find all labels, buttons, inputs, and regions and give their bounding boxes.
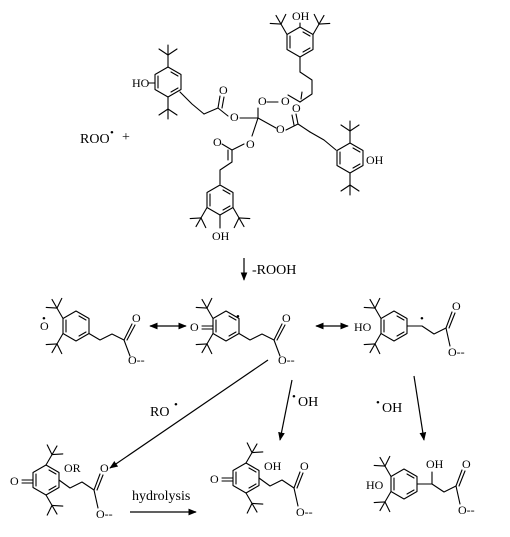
p1-ester-o: O [100, 461, 109, 475]
oh-top-label: OH [292, 9, 310, 23]
reactant-molecule: OH O O O O HO O O [132, 9, 384, 243]
p1-carbonyl-o: O [10, 474, 19, 488]
p3-ho: HO [366, 478, 384, 492]
rooh-label: -ROOH [252, 263, 296, 278]
ester-o-2: O [258, 94, 267, 108]
p2-oh: OH [264, 459, 282, 473]
ester-o-4: O [219, 83, 228, 97]
oh-right-label: OH [366, 153, 384, 167]
ro-dot: • [174, 399, 178, 411]
right-aryl [336, 120, 364, 196]
phenoxy-radical: O • O O-- [40, 294, 145, 367]
ester-ominus-b: O-- [278, 353, 295, 367]
benzyl-dot: • [420, 313, 424, 325]
ester-o-5: O [276, 122, 285, 136]
plus-sign: + [122, 130, 130, 145]
benzyl-ho: HO [354, 320, 372, 334]
ester-o-a: O [132, 311, 141, 325]
ester-o-8: O [213, 135, 222, 149]
p2-carbonyl-o: O [210, 472, 219, 486]
ester-ominus-a: O-- [128, 353, 145, 367]
ester-o-c: O [452, 299, 461, 313]
p2-ester-ominus: O-- [296, 505, 313, 519]
p3-oh: OH [426, 457, 444, 471]
ester-o-1: O [281, 94, 290, 108]
ester-o-6: O [292, 101, 301, 115]
p2-ester-o: O [300, 459, 309, 473]
ester-o-7: O [246, 137, 255, 151]
phenoxy-dot: • [42, 313, 46, 325]
phenoxy-o: O [40, 319, 49, 333]
product-hydroxy-quinone: O OH O O-- [210, 438, 313, 519]
p1-ester-ominus: O-- [96, 507, 113, 521]
arrow-oh-1 [278, 379, 293, 441]
oh-dot-2: • [376, 397, 380, 409]
arrow-oh-2 [413, 375, 427, 441]
oh-bottom-label: OH [212, 229, 230, 243]
oh-label-1: OH [298, 395, 318, 410]
ester-o-3: O [230, 110, 239, 124]
product-alkoxy-adduct: O OR O O-- [10, 440, 113, 521]
p1-or: OR [64, 461, 81, 475]
benzyl-radical: HO • O O-- [354, 294, 465, 359]
p3-ester-ominus: O-- [458, 503, 475, 517]
ester-o-b: O [282, 311, 291, 325]
quinone-dot: • [236, 311, 240, 323]
roo-radical-label: ROO [80, 132, 110, 147]
roo-radical-dot: • [110, 127, 114, 139]
ester-ominus-c: O-- [448, 345, 465, 359]
oh-left-label: HO [132, 76, 150, 90]
quinone-o: O [190, 320, 199, 334]
left-aryl [154, 44, 182, 120]
oh-label-2: OH [382, 401, 402, 416]
hydrolysis-label: hydrolysis [132, 489, 190, 504]
top-aryl [267, 10, 333, 73]
quinone-radical: O • O O-- [190, 294, 295, 367]
oh-dot-1: • [292, 391, 296, 403]
product-benzylic-alcohol: HO OH O O-- [366, 452, 475, 517]
arrow-ro [109, 359, 269, 469]
p3-ester-o: O [462, 457, 471, 471]
ro-label: RO [150, 405, 169, 420]
